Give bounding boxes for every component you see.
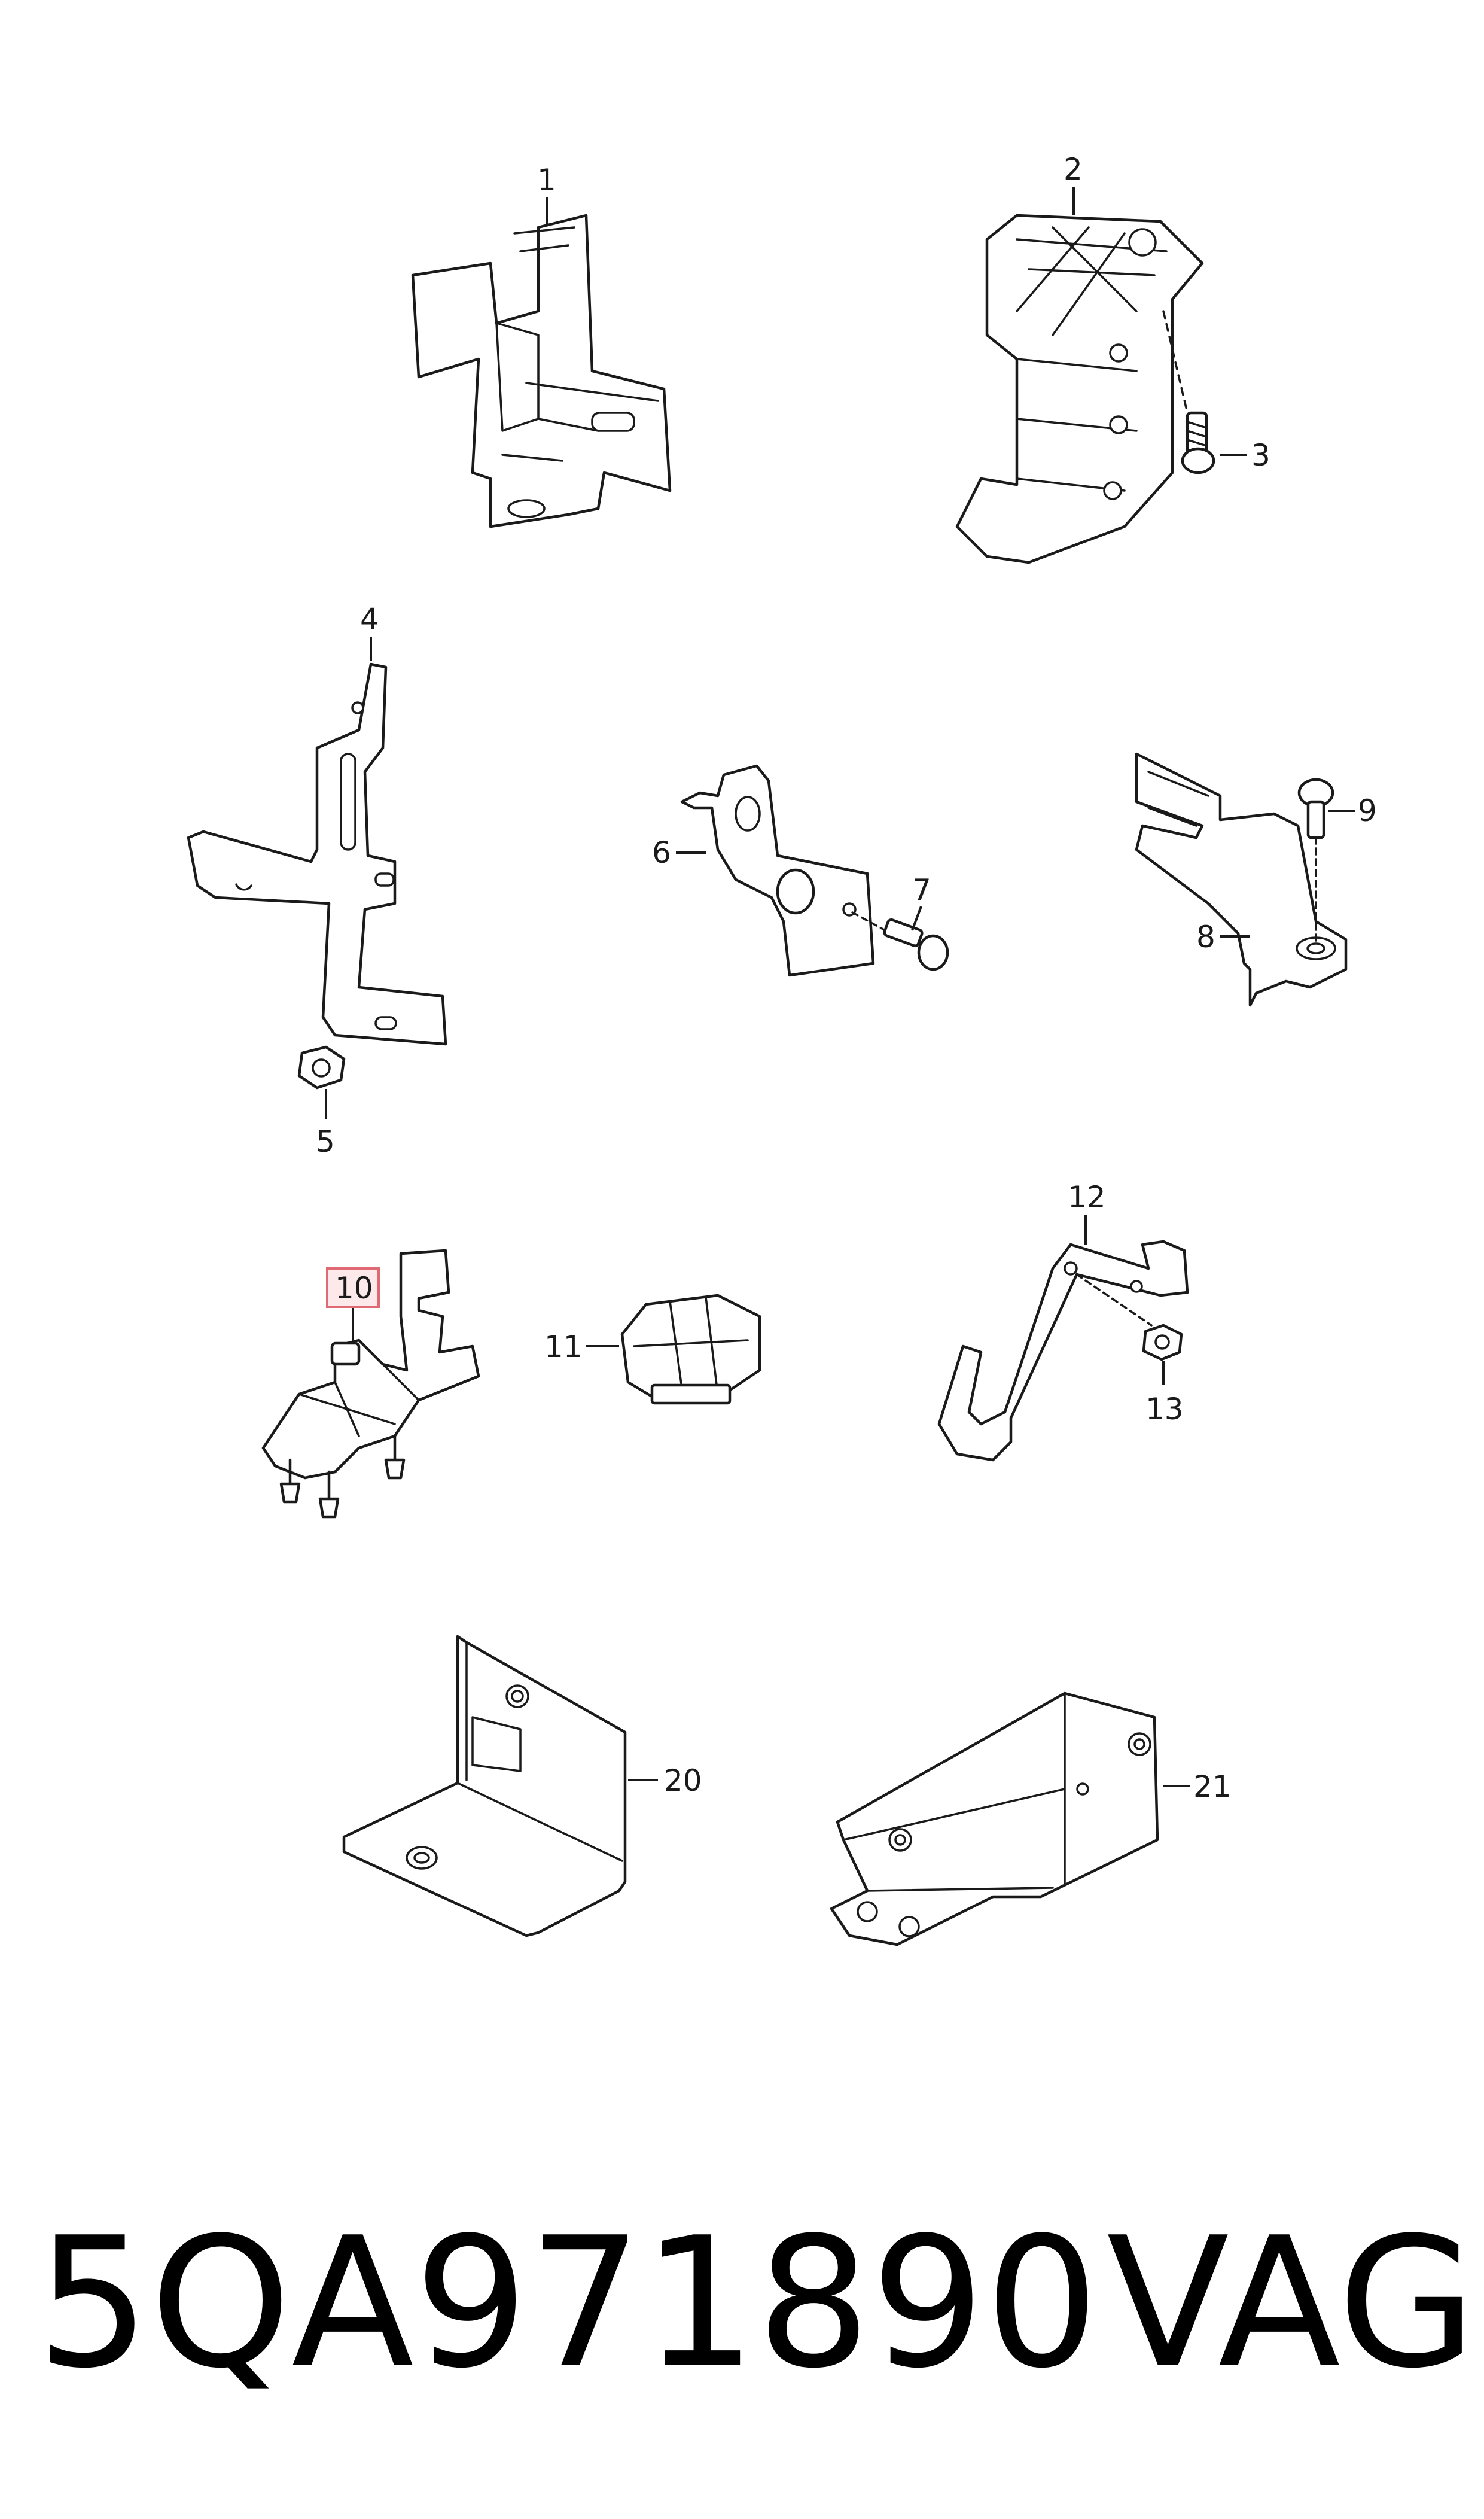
part-9-bolt bbox=[1297, 778, 1334, 944]
part-number-label: 5QA971890 bbox=[36, 2199, 1099, 2408]
callout-4: 4 bbox=[360, 602, 379, 637]
part-1-bracket bbox=[411, 214, 672, 528]
part-21-angled-plate bbox=[830, 1691, 1159, 1946]
part-2-lattice-bracket bbox=[955, 214, 1204, 564]
part-20-l-plate bbox=[342, 1635, 627, 1937]
part-7-bolt bbox=[851, 911, 949, 971]
part-10-clip-holder bbox=[261, 1249, 480, 1519]
part-13-nut bbox=[1075, 1273, 1183, 1361]
leader-7 bbox=[911, 906, 922, 931]
callout-20: 20 bbox=[664, 1763, 702, 1798]
callout-10-highlight-box bbox=[326, 1267, 380, 1308]
callout-12: 12 bbox=[1068, 1180, 1106, 1215]
part-5-nut bbox=[297, 1045, 346, 1090]
part-8-mount-bracket bbox=[1135, 752, 1348, 1007]
callout-3: 3 bbox=[1251, 438, 1270, 473]
callout-9: 9 bbox=[1358, 793, 1377, 828]
part-11-plug bbox=[620, 1294, 761, 1405]
callout-1: 1 bbox=[537, 163, 556, 197]
callout-6: 6 bbox=[652, 835, 671, 870]
callout-13: 13 bbox=[1145, 1392, 1184, 1426]
callout-5: 5 bbox=[316, 1124, 335, 1159]
part-4-flat-bracket bbox=[187, 662, 447, 1046]
callout-10: 10 bbox=[335, 1271, 373, 1306]
part-12-rod-bracket bbox=[937, 1240, 1189, 1462]
part-3-bolt bbox=[1162, 310, 1215, 474]
callout-2: 2 bbox=[1064, 152, 1083, 187]
brand-label: VAG bbox=[1107, 2199, 1477, 2408]
callout-8: 8 bbox=[1196, 920, 1215, 954]
part-6-bent-bracket bbox=[680, 764, 875, 977]
callout-11: 11 bbox=[544, 1330, 583, 1364]
callout-21: 21 bbox=[1193, 1769, 1232, 1804]
callout-7: 7 bbox=[912, 873, 931, 908]
